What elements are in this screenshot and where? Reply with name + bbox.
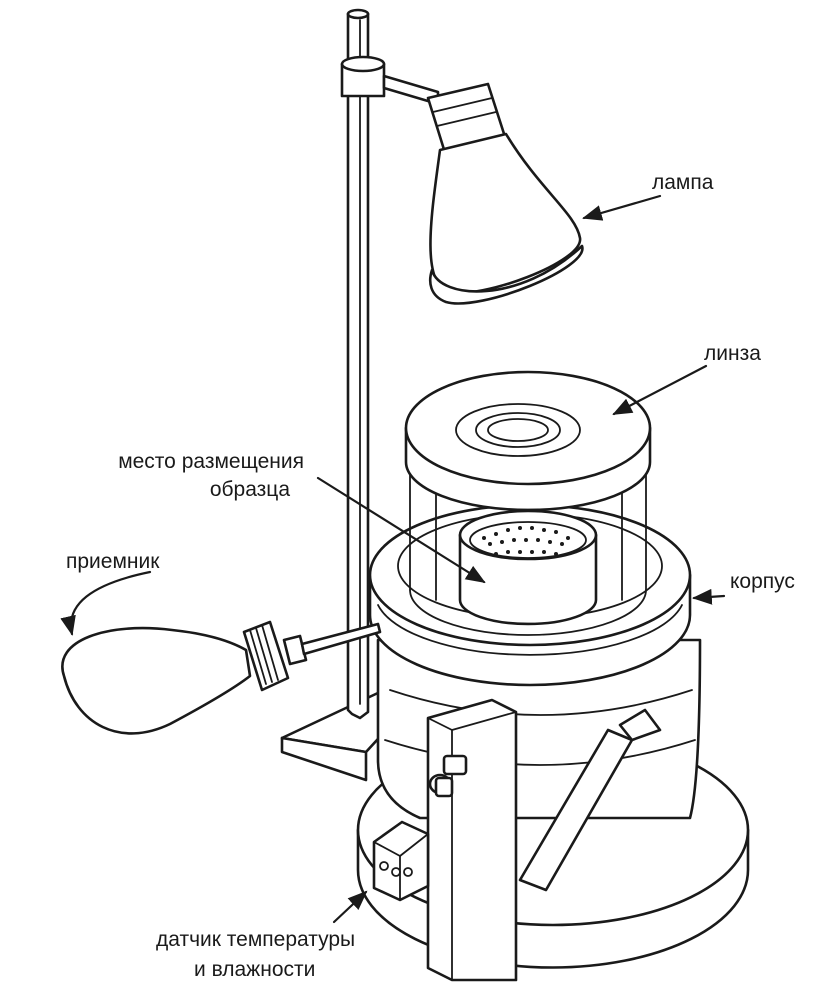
label-sensor-1: датчик температуры [156,928,355,951]
lens-cap [404,370,652,512]
label-sensor-2: и влажности [194,958,315,981]
label-housing: корпус [730,570,795,593]
lamp-arm [340,55,440,106]
leader-lines [60,194,726,924]
label-receiver: приемник [66,550,160,573]
dish-perforation-dots [482,526,570,556]
display-unit [372,820,430,902]
lamp [426,82,584,305]
label-sample-place-1: место размещения [118,450,304,473]
label-sample-place-2: образца [210,478,290,501]
support-strut [518,708,662,892]
receiver-bulb [61,620,382,735]
sample-dish [458,509,598,626]
label-lens: линза [704,342,761,365]
stand-rod [346,8,370,720]
adjust-knob [428,754,468,798]
label-lamp: лампа [652,171,714,194]
sensor-bracket [426,698,518,982]
